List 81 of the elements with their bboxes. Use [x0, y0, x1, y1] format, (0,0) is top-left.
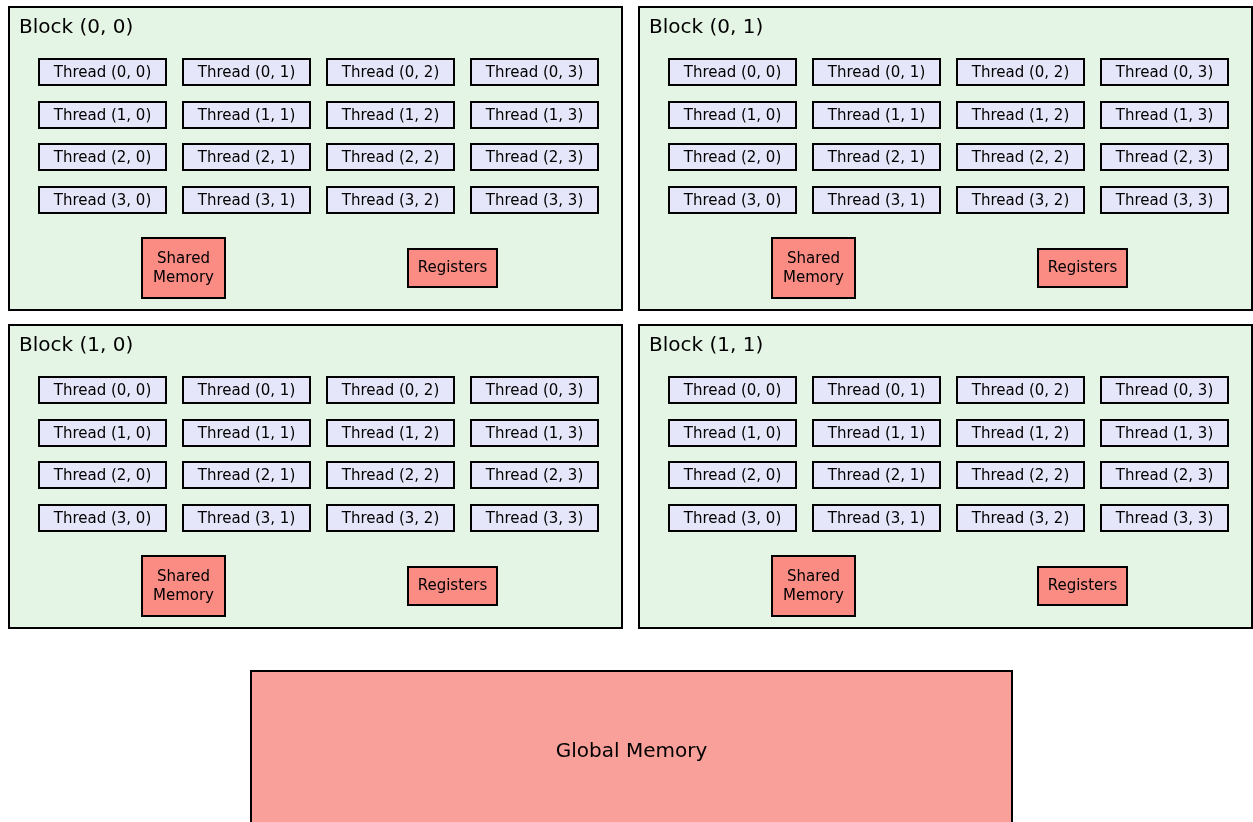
- thread-box: Thread (3, 0): [38, 503, 167, 532]
- thread-box: Thread (1, 3): [470, 100, 599, 129]
- thread-box: Thread (1, 0): [38, 100, 167, 129]
- block-title: Block (1, 0): [19, 332, 134, 356]
- memory-box: Global Memory: [250, 670, 1013, 822]
- memory-box: Shared Memory: [771, 237, 856, 299]
- thread-box: Thread (3, 2): [956, 503, 1085, 532]
- thread-box: Thread (3, 3): [1100, 185, 1229, 214]
- memory-box: Shared Memory: [141, 237, 226, 299]
- block-panel: [8, 324, 623, 629]
- thread-box: Thread (3, 0): [668, 185, 797, 214]
- thread-box: Thread (2, 1): [812, 461, 941, 489]
- thread-box: Thread (1, 0): [668, 100, 797, 129]
- thread-box: Thread (2, 0): [668, 143, 797, 171]
- memory-box: Shared Memory: [771, 555, 856, 617]
- thread-box: Thread (1, 2): [956, 100, 1085, 129]
- thread-box: Thread (1, 0): [38, 418, 167, 447]
- thread-box: Thread (1, 3): [470, 418, 599, 447]
- thread-box: Thread (1, 2): [956, 418, 1085, 447]
- memory-box: Registers: [1037, 248, 1128, 288]
- thread-box: Thread (0, 1): [182, 376, 311, 404]
- thread-box: Thread (1, 3): [1100, 418, 1229, 447]
- thread-box: Thread (2, 3): [470, 143, 599, 171]
- thread-box: Thread (0, 0): [668, 58, 797, 86]
- memory-box: Shared Memory: [141, 555, 226, 617]
- thread-box: Thread (1, 1): [812, 100, 941, 129]
- thread-box: Thread (1, 1): [182, 100, 311, 129]
- memory-box: Registers: [407, 566, 498, 606]
- thread-box: Thread (2, 1): [182, 461, 311, 489]
- thread-box: Thread (2, 1): [812, 143, 941, 171]
- thread-box: Thread (0, 2): [956, 58, 1085, 86]
- thread-box: Thread (0, 1): [812, 58, 941, 86]
- thread-box: Thread (0, 3): [470, 376, 599, 404]
- thread-box: Thread (0, 3): [1100, 376, 1229, 404]
- thread-box: Thread (0, 3): [470, 58, 599, 86]
- thread-box: Thread (2, 0): [38, 461, 167, 489]
- thread-box: Thread (3, 3): [470, 503, 599, 532]
- thread-box: Thread (1, 1): [812, 418, 941, 447]
- thread-box: Thread (1, 2): [326, 100, 455, 129]
- thread-box: Thread (2, 0): [38, 143, 167, 171]
- thread-box: Thread (2, 3): [1100, 461, 1229, 489]
- thread-box: Thread (0, 0): [38, 58, 167, 86]
- thread-box: Thread (0, 2): [326, 376, 455, 404]
- thread-box: Thread (3, 3): [1100, 503, 1229, 532]
- thread-box: Thread (2, 2): [956, 461, 1085, 489]
- thread-box: Thread (3, 1): [182, 185, 311, 214]
- thread-box: Thread (3, 1): [812, 185, 941, 214]
- thread-box: Thread (0, 2): [956, 376, 1085, 404]
- thread-box: Thread (3, 2): [326, 185, 455, 214]
- block-panel: [638, 324, 1253, 629]
- thread-box: Thread (1, 3): [1100, 100, 1229, 129]
- thread-box: Thread (2, 2): [326, 461, 455, 489]
- thread-box: Thread (2, 0): [668, 461, 797, 489]
- thread-box: Thread (0, 0): [668, 376, 797, 404]
- thread-box: Thread (3, 2): [956, 185, 1085, 214]
- thread-box: Thread (0, 0): [38, 376, 167, 404]
- thread-box: Thread (2, 2): [326, 143, 455, 171]
- memory-box: Registers: [407, 248, 498, 288]
- thread-box: Thread (0, 2): [326, 58, 455, 86]
- block-panel: [638, 6, 1253, 311]
- thread-box: Thread (1, 0): [668, 418, 797, 447]
- thread-box: Thread (3, 3): [470, 185, 599, 214]
- block-title: Block (0, 0): [19, 14, 134, 38]
- thread-box: Thread (3, 1): [812, 503, 941, 532]
- thread-box: Thread (3, 0): [668, 503, 797, 532]
- thread-box: Thread (3, 2): [326, 503, 455, 532]
- thread-box: Thread (2, 2): [956, 143, 1085, 171]
- block-panel: [8, 6, 623, 311]
- thread-box: Thread (3, 1): [182, 503, 311, 532]
- thread-box: Thread (0, 3): [1100, 58, 1229, 86]
- thread-box: Thread (0, 1): [182, 58, 311, 86]
- thread-box: Thread (2, 1): [182, 143, 311, 171]
- block-title: Block (0, 1): [649, 14, 764, 38]
- thread-box: Thread (1, 1): [182, 418, 311, 447]
- block-title: Block (1, 1): [649, 332, 764, 356]
- thread-box: Thread (1, 2): [326, 418, 455, 447]
- thread-box: Thread (0, 1): [812, 376, 941, 404]
- thread-box: Thread (3, 0): [38, 185, 167, 214]
- thread-box: Thread (2, 3): [1100, 143, 1229, 171]
- thread-box: Thread (2, 3): [470, 461, 599, 489]
- memory-box: Registers: [1037, 566, 1128, 606]
